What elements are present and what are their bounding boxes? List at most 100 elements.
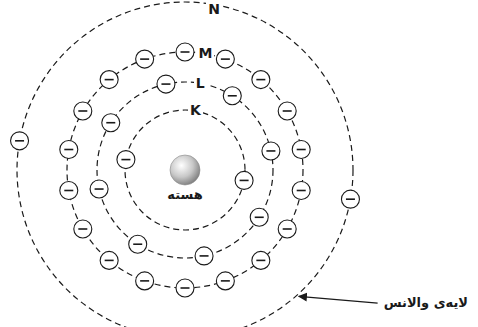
electron-circle: [74, 220, 92, 238]
electron-symbol: [292, 141, 310, 159]
electron-circle: [100, 71, 118, 89]
minus-sign: [140, 58, 149, 60]
electron-symbol: [11, 132, 29, 150]
electron-circle: [90, 180, 108, 198]
electron-symbol: [60, 181, 78, 199]
electron-symbol: [117, 151, 135, 169]
electron-circle: [74, 102, 92, 120]
minus-sign: [221, 58, 230, 60]
electron-circle: [292, 141, 310, 159]
minus-sign: [78, 110, 87, 112]
minus-sign: [64, 190, 73, 192]
minus-sign: [106, 122, 115, 124]
minus-sign: [140, 280, 149, 282]
electron-circle: [341, 190, 359, 208]
electron-circle: [262, 142, 280, 160]
electron-circle: [250, 208, 268, 226]
minus-sign: [256, 79, 265, 81]
electron-symbol: [292, 181, 310, 199]
minus-sign: [283, 110, 292, 112]
electron-symbol: [216, 50, 234, 68]
electron-circle: [195, 247, 213, 265]
minus-sign: [266, 150, 275, 152]
electron-symbol: [278, 220, 296, 238]
minus-sign: [240, 180, 249, 182]
nucleus-sphere: [170, 155, 200, 185]
minus-sign: [181, 287, 190, 289]
electron-circle: [176, 279, 194, 297]
electron-circle: [157, 75, 175, 93]
electron-circle: [102, 114, 120, 132]
electron-symbol: [60, 141, 78, 159]
nucleus-label: هسته: [165, 188, 204, 202]
minus-sign: [256, 260, 265, 262]
electron-symbol: [341, 190, 359, 208]
minus-sign: [95, 188, 104, 190]
minus-sign: [105, 260, 114, 262]
electron-circle: [117, 151, 135, 169]
electron-symbol: [250, 208, 268, 226]
electron-circle: [136, 50, 154, 68]
electron-circle: [129, 235, 147, 253]
minus-sign: [121, 159, 130, 161]
electron-circle: [60, 141, 78, 159]
minus-sign: [346, 198, 355, 200]
electron-circle: [223, 87, 241, 105]
electron-circle: [136, 272, 154, 290]
electron-symbol: [278, 102, 296, 120]
shell-letter: M: [197, 46, 215, 61]
electron-symbol: [100, 71, 118, 89]
electron-symbol: [216, 272, 234, 290]
electron-shell: [67, 52, 303, 288]
minus-sign: [200, 255, 209, 257]
minus-sign: [133, 243, 142, 245]
electron-symbol: [223, 87, 241, 105]
electron-circle: [278, 102, 296, 120]
shell-letter: L: [194, 76, 207, 91]
electron-circle: [252, 71, 270, 89]
shell-letter: K: [188, 103, 203, 118]
electron-circle: [100, 251, 118, 269]
electron-circle: [252, 251, 270, 269]
electron-circle: [60, 181, 78, 199]
minus-sign: [221, 280, 230, 282]
electron-circle: [216, 50, 234, 68]
electron-symbol: [100, 251, 118, 269]
leader-arrow: [299, 296, 378, 303]
minus-sign: [297, 149, 306, 151]
electron-circle: [278, 220, 296, 238]
minus-sign: [15, 140, 24, 142]
electron-symbol: [235, 171, 253, 189]
electron-symbol: [129, 235, 147, 253]
minus-sign: [105, 79, 114, 81]
electron-symbol: [252, 251, 270, 269]
electron-symbol: [74, 102, 92, 120]
minus-sign: [161, 83, 170, 85]
electron-symbol: [195, 247, 213, 265]
electron-symbol: [176, 43, 194, 61]
electron-symbol: [252, 71, 270, 89]
electron-symbol: [74, 220, 92, 238]
minus-sign: [283, 228, 292, 230]
minus-sign: [297, 190, 306, 192]
valence-label: لایه‌ی والانس: [382, 296, 470, 310]
electron-shell: [17, 2, 353, 327]
minus-sign: [228, 95, 237, 97]
electron-circle: [292, 181, 310, 199]
shell-letter: N: [206, 2, 222, 17]
minus-sign: [64, 149, 73, 151]
electron-symbol: [136, 50, 154, 68]
electron-circle: [176, 43, 194, 61]
minus-sign: [78, 228, 87, 230]
electron-circle: [216, 272, 234, 290]
electron-shell: [97, 82, 273, 258]
electron-symbol: [102, 114, 120, 132]
electron-symbol: [90, 180, 108, 198]
electron-shell: [125, 110, 245, 230]
electron-symbol: [157, 75, 175, 93]
electron-symbol: [136, 272, 154, 290]
electron-symbol: [262, 142, 280, 160]
electron-circle: [235, 171, 253, 189]
